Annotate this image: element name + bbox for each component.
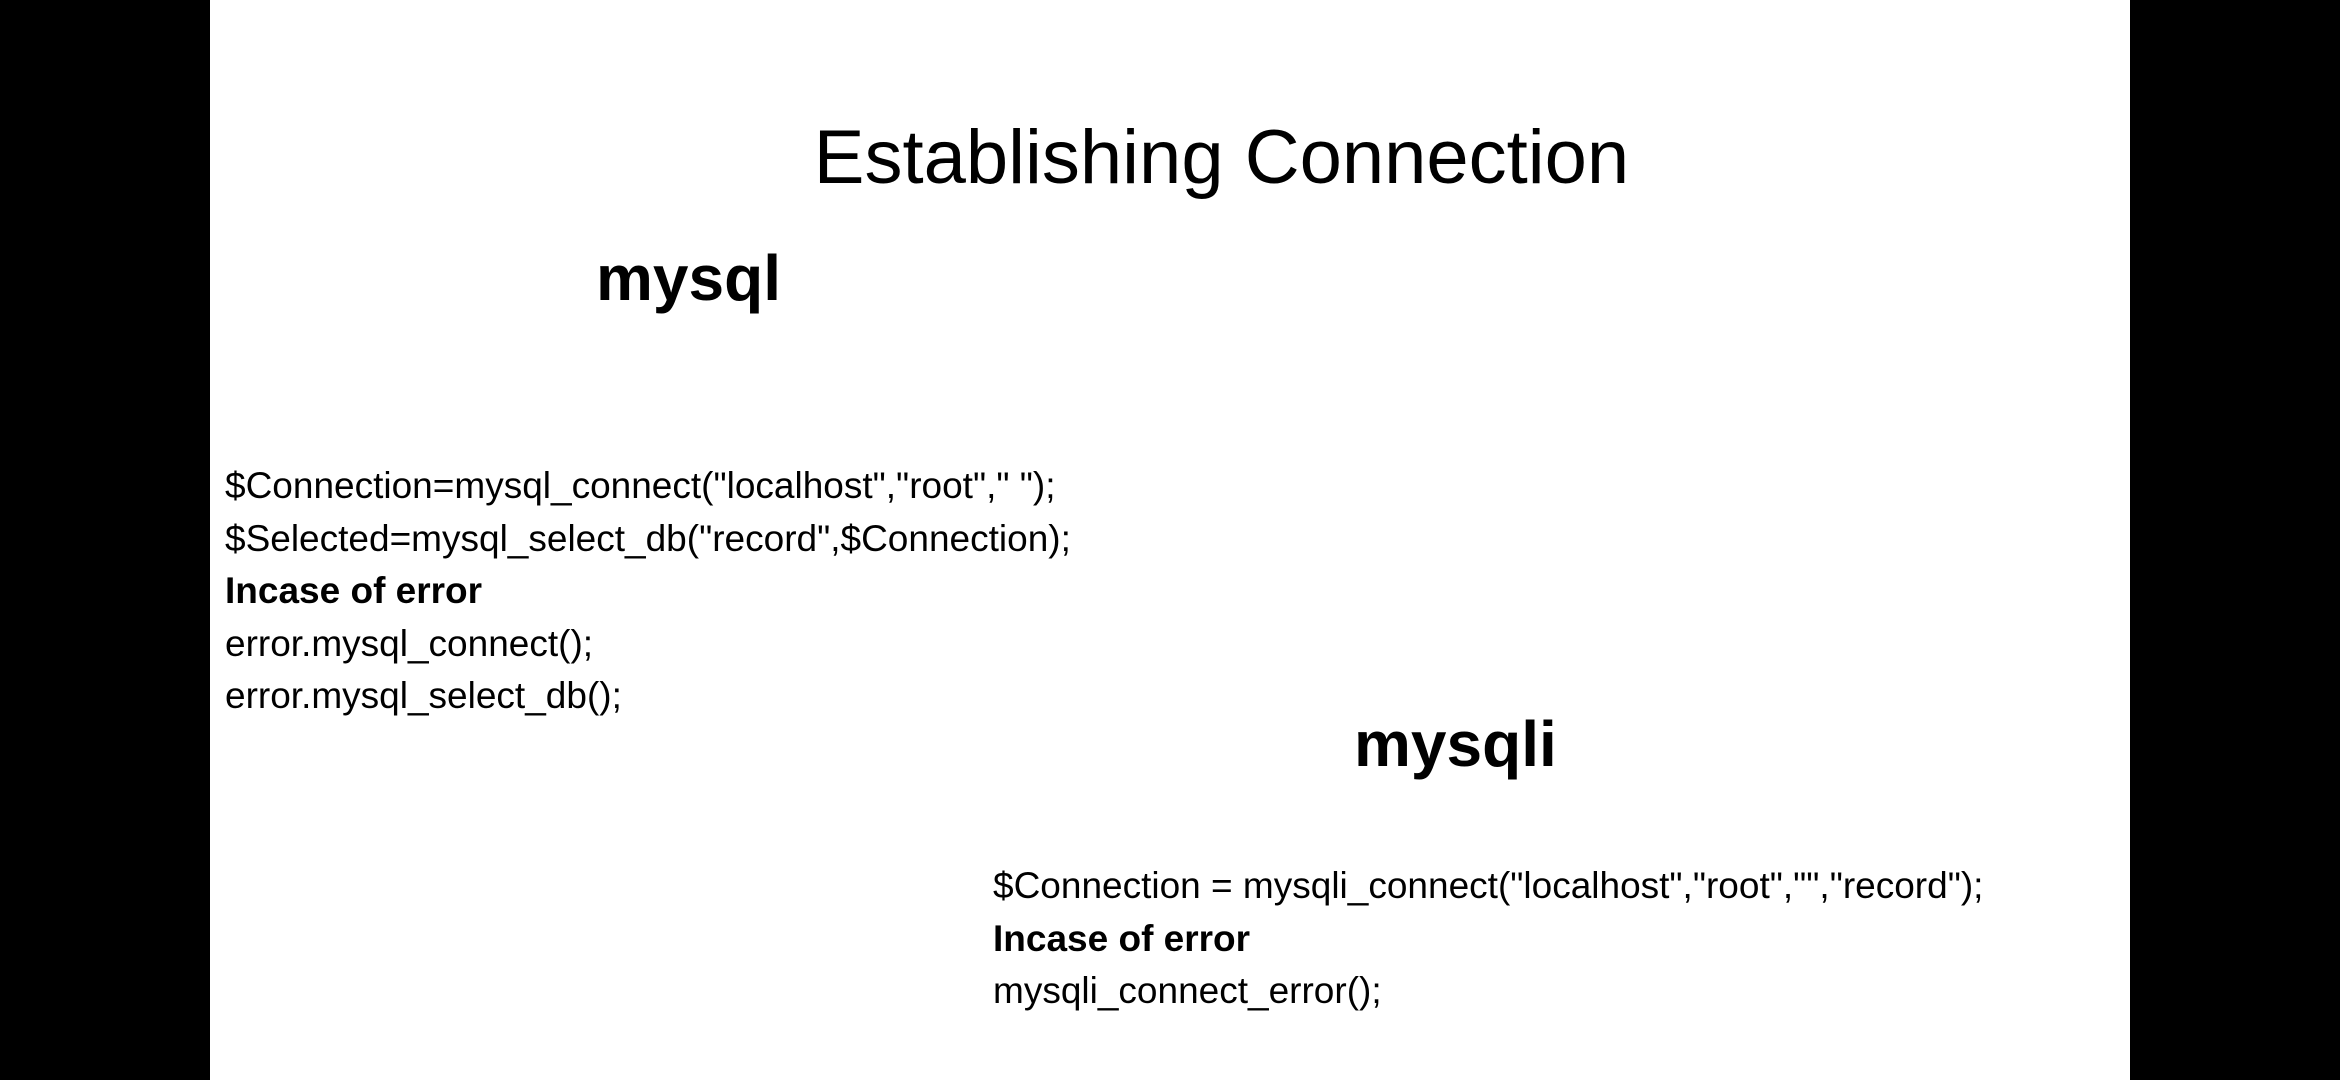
mysqli-connect-error-line: mysqli_connect_error(); xyxy=(993,970,1382,1011)
mysql-connect-error-line: error.mysql_connect(); xyxy=(225,622,594,664)
mysql-code-block: $Connection=mysql_connect("localhost","r… xyxy=(225,460,1071,723)
mysql-heading: mysql xyxy=(596,242,781,314)
mysql-error-label: Incase of error xyxy=(225,570,483,611)
mysqli-connect-line: $Connection = mysqli_connect("localhost"… xyxy=(993,865,1984,906)
mysqli-error-label: Incase of error xyxy=(993,917,1251,959)
mysqli-heading: mysqli xyxy=(1354,708,1557,780)
presentation-slide: Establishing Connection mysql $Connectio… xyxy=(210,0,2130,1080)
mysqli-code-block: $Connection = mysqli_connect("localhost"… xyxy=(993,860,1983,1018)
mysql-connect-line: $Connection=mysql_connect("localhost","r… xyxy=(225,465,1056,506)
slide-title: Establishing Connection xyxy=(813,115,1630,200)
mysql-select-db-error-line: error.mysql_select_db(); xyxy=(225,675,622,716)
mysql-select-db-line: $Selected=mysql_select_db("record",$Conn… xyxy=(225,517,1071,559)
